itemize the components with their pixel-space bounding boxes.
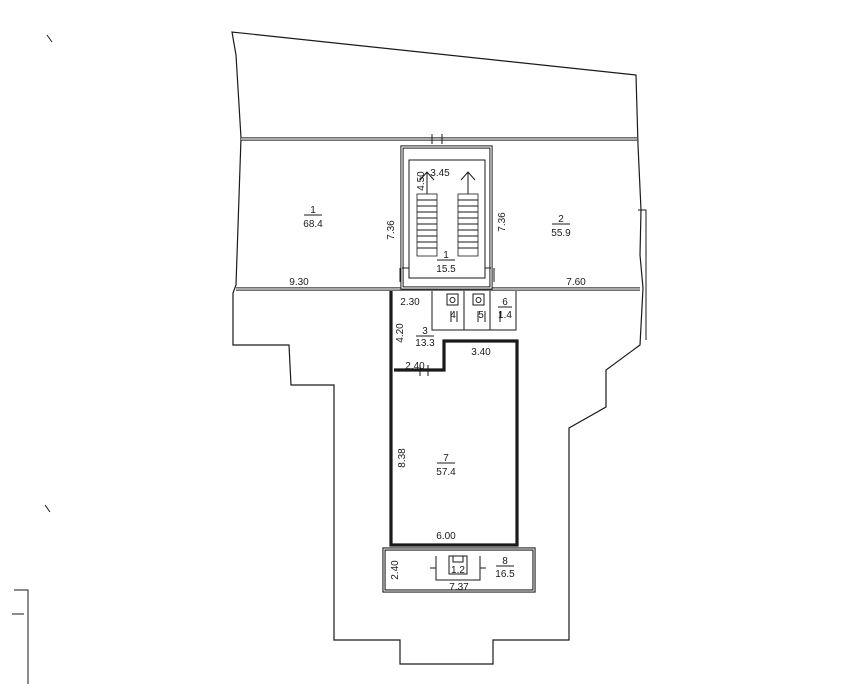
dim-stair-right-height: 7.36 xyxy=(497,212,508,232)
wc-fixture-4 xyxy=(446,293,459,306)
stair-right-flight xyxy=(457,171,479,257)
dim-hall-height: 8.38 xyxy=(397,448,408,468)
room-7-area: 57.4 xyxy=(436,467,456,478)
room-2-area: 55.9 xyxy=(551,228,571,239)
wc-fixture-5 xyxy=(472,293,485,306)
annex-block xyxy=(382,547,536,593)
room-3-area: 13.3 xyxy=(415,338,435,349)
room-6-number: 6 xyxy=(502,297,508,308)
edge-marks xyxy=(12,34,53,684)
room-8-number: 8 xyxy=(502,556,508,567)
room-3-number: 3 xyxy=(422,326,428,337)
room-8-area: 16.5 xyxy=(495,569,515,580)
room-5-number: 5 xyxy=(478,310,484,321)
dim-corridor-width: 2.30 xyxy=(400,297,420,308)
dim-stair-depth: 4.50 xyxy=(416,171,427,191)
staircase-block xyxy=(400,145,493,290)
dim-annex-height: 2.40 xyxy=(390,560,401,580)
dim-stair-left-height: 7.36 xyxy=(386,220,397,240)
room-1-stair-area: 15.5 xyxy=(436,264,456,275)
dimension-labels: 3.45 4.50 7.36 7.36 9.30 7.60 2.30 4.20 … xyxy=(289,168,586,593)
dim-stair-width: 3.45 xyxy=(430,168,450,179)
room-7-number: 7 xyxy=(443,453,449,464)
dim-left-width: 9.30 xyxy=(289,277,309,288)
dim-corridor-height: 4.20 xyxy=(395,323,406,343)
dim-hall-width-large: 3.40 xyxy=(471,347,491,358)
room-1-left-number: 1 xyxy=(310,205,316,216)
corridor-area xyxy=(389,291,519,547)
room-4-number: 4 xyxy=(450,310,456,321)
building-outline xyxy=(231,31,644,665)
room-1-left-area: 68.4 xyxy=(303,219,323,230)
dim-right-width: 7.60 xyxy=(566,277,586,288)
room-6-area: 1.4 xyxy=(498,310,512,321)
room-2-number: 2 xyxy=(558,214,564,225)
room-1-stair-number: 1 xyxy=(443,250,449,261)
dim-annex-width: 7.37 xyxy=(449,582,469,593)
room-small-area: 1.2 xyxy=(451,565,465,576)
partition-lines xyxy=(399,209,647,340)
dim-hall-width-small: 2.40 xyxy=(405,361,425,372)
dim-hall-bottom-width: 6.00 xyxy=(436,531,456,542)
stair-left-flight xyxy=(416,171,438,257)
room-labels: 1 68.4 2 55.9 1 15.5 3 13.3 4 5 6 1.4 7 … xyxy=(303,205,571,580)
